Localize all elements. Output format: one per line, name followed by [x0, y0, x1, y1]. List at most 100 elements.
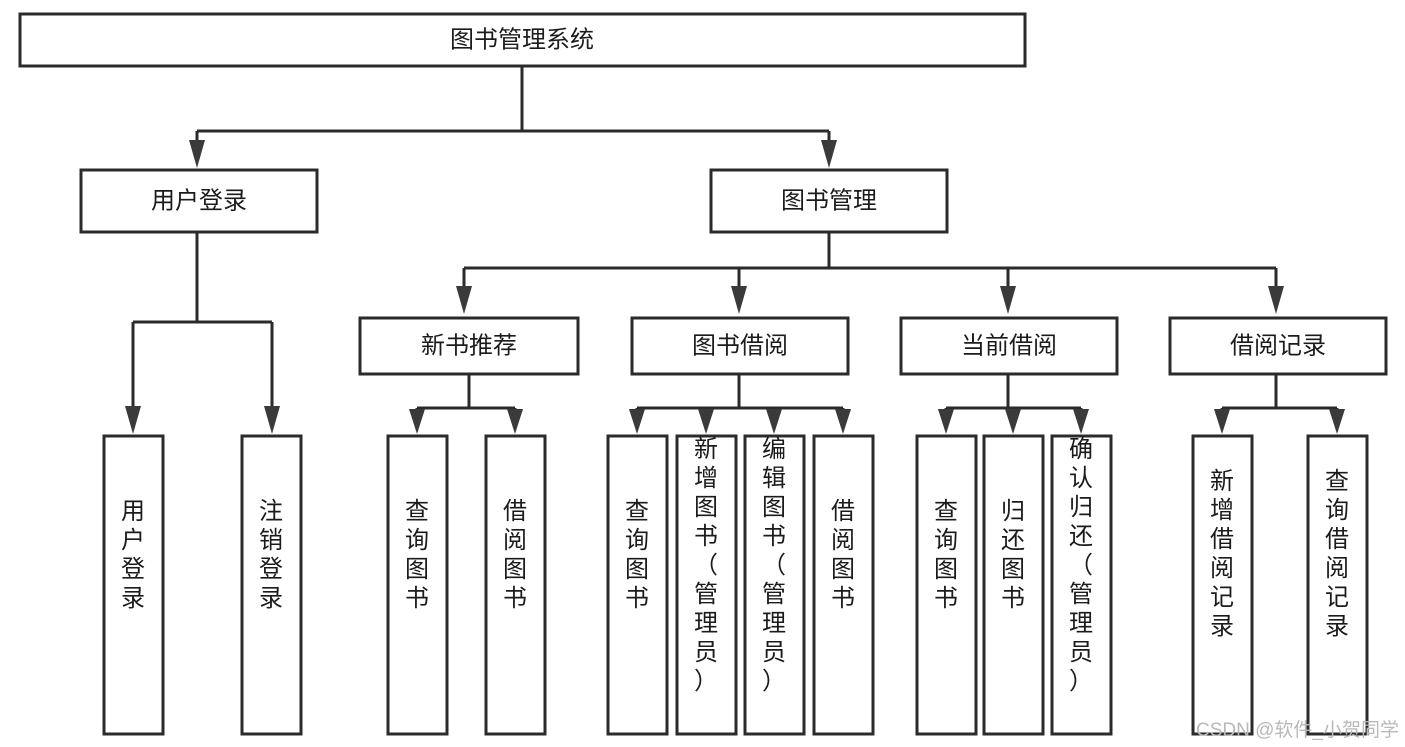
node-leaf-edit-book[interactable]: 编辑图书（管理员） — [743, 434, 806, 736]
vertical-glyph: 用 — [121, 498, 145, 525]
vertical-glyph: 销 — [259, 527, 283, 554]
node-leaf-add-book[interactable]: 新增图书（管理员） — [675, 434, 738, 736]
node-leaf-query-book-2[interactable]: 查询图书 — [606, 434, 669, 736]
vertical-glyph: ） — [1069, 668, 1093, 695]
vertical-glyph: 图 — [503, 556, 527, 583]
vertical-glyph: 管 — [694, 581, 718, 608]
node-leaf-query-record[interactable]: 查询借阅记录 — [1306, 434, 1369, 736]
vertical-glyph: 增 — [694, 465, 718, 492]
vertical-glyph: 借 — [831, 498, 855, 525]
vertical-glyph: 书 — [625, 585, 649, 612]
node-borrow-record-box[interactable] — [1168, 316, 1388, 376]
connector-layer — [131, 66, 1339, 410]
node-leaf-confirm-return-label: 确认归还（管理员） — [1069, 436, 1093, 695]
vertical-glyph: 编 — [762, 436, 786, 463]
node-leaf-query-book-1-box[interactable] — [386, 434, 449, 736]
node-leaf-query-book-1[interactable]: 查询图书 — [386, 434, 449, 736]
arrowhead-layer — [125, 140, 1345, 434]
vertical-glyph: 理 — [1069, 610, 1093, 637]
node-leaf-add-record[interactable]: 新增借阅记录 — [1191, 434, 1254, 736]
arrow-icon-to-leaf-query-book-1 — [409, 409, 425, 434]
vertical-glyph: 记 — [1325, 584, 1349, 611]
vertical-glyph: 注 — [259, 498, 283, 525]
node-leaf-borrow-book-2-box[interactable] — [812, 434, 875, 736]
node-borrow-record[interactable]: 借阅记录 — [1168, 316, 1388, 376]
node-leaf-add-book-label: 新增图书（管理员） — [694, 436, 718, 695]
node-leaf-add-record-label: 新增借阅记录 — [1210, 468, 1234, 640]
node-leaf-user-login-box[interactable] — [102, 434, 165, 736]
node-user-login-box[interactable] — [79, 168, 319, 234]
node-leaf-user-logout-box[interactable] — [240, 434, 303, 736]
node-leaf-user-logout[interactable]: 注销登录 — [240, 434, 303, 736]
arrow-icon-to-leaf-query-record — [1329, 409, 1345, 434]
vertical-glyph: 书 — [694, 523, 718, 550]
vertical-glyph: 登 — [121, 556, 145, 583]
vertical-glyph: 询 — [625, 527, 649, 554]
node-current-borrow-box[interactable] — [899, 316, 1119, 376]
vertical-glyph: 查 — [934, 498, 958, 525]
arrow-icon-to-book-borrow — [731, 286, 747, 314]
arrow-icon-to-leaf-query-book-3 — [938, 409, 954, 434]
node-leaf-query-record-box[interactable] — [1306, 434, 1369, 736]
vertical-glyph: 认 — [1069, 465, 1093, 492]
vertical-glyph: 新 — [694, 436, 718, 463]
vertical-glyph: 归 — [1001, 498, 1025, 525]
node-leaf-confirm-return[interactable]: 确认归还（管理员） — [1050, 434, 1113, 736]
node-root-box[interactable] — [18, 12, 1027, 68]
node-leaf-return-book-box[interactable] — [982, 434, 1045, 736]
node-root[interactable]: 图书管理系统 — [18, 12, 1027, 68]
node-leaf-add-book-box[interactable] — [675, 434, 738, 736]
vertical-glyph: 阅 — [1325, 555, 1349, 582]
vertical-glyph: 户 — [121, 527, 145, 554]
node-book-borrow[interactable]: 图书借阅 — [630, 316, 850, 376]
node-current-borrow[interactable]: 当前借阅 — [899, 316, 1119, 376]
vertical-glyph: 书 — [1001, 585, 1025, 612]
vertical-glyph: 员 — [1069, 639, 1093, 666]
node-new-book-recommend[interactable]: 新书推荐 — [358, 316, 580, 376]
node-leaf-borrow-book-1-label: 借阅图书 — [503, 498, 527, 612]
node-book-manage[interactable]: 图书管理 — [709, 168, 949, 234]
vertical-glyph: 员 — [762, 639, 786, 666]
node-leaf-query-book-2-box[interactable] — [606, 434, 669, 736]
node-leaf-user-login-label: 用户登录 — [121, 498, 145, 612]
node-leaf-return-book-label: 归还图书 — [1001, 498, 1025, 612]
node-leaf-query-book-1-label: 查询图书 — [405, 498, 429, 612]
vertical-glyph: ） — [762, 668, 786, 695]
node-leaf-query-book-3-box[interactable] — [915, 434, 978, 736]
vertical-glyph: 阅 — [1210, 555, 1234, 582]
node-user-login-label: 用户登录 — [151, 187, 247, 214]
arrow-icon-to-leaf-user-logout — [264, 406, 280, 434]
vertical-glyph: 新 — [1210, 468, 1234, 495]
vertical-glyph: 录 — [1210, 613, 1234, 640]
arrow-icon-to-leaf-add-record — [1214, 409, 1230, 434]
arrow-icon-to-new-book-recommend — [456, 286, 472, 314]
node-book-borrow-box[interactable] — [630, 316, 850, 376]
vertical-glyph: 询 — [1325, 497, 1349, 524]
vertical-glyph: 员 — [694, 639, 718, 666]
vertical-glyph: 询 — [934, 527, 958, 554]
node-new-book-recommend-label: 新书推荐 — [421, 332, 517, 359]
node-leaf-borrow-book-2[interactable]: 借阅图书 — [812, 434, 875, 736]
node-leaf-add-record-box[interactable] — [1191, 434, 1254, 736]
node-leaf-confirm-return-box[interactable] — [1050, 434, 1113, 736]
node-leaf-query-book-3[interactable]: 查询图书 — [915, 434, 978, 736]
node-leaf-return-book[interactable]: 归还图书 — [982, 434, 1045, 736]
vertical-glyph: 图 — [405, 556, 429, 583]
node-leaf-borrow-book-1[interactable]: 借阅图书 — [484, 434, 547, 736]
arrow-icon-to-leaf-edit-book — [766, 409, 782, 434]
vertical-glyph: 借 — [1325, 526, 1349, 553]
node-leaf-borrow-book-1-box[interactable] — [484, 434, 547, 736]
node-user-login[interactable]: 用户登录 — [79, 168, 319, 234]
node-book-manage-box[interactable] — [709, 168, 949, 234]
vertical-glyph: 查 — [1325, 468, 1349, 495]
node-book-borrow-label: 图书借阅 — [692, 332, 788, 359]
node-leaf-user-login[interactable]: 用户登录 — [102, 434, 165, 736]
arrow-icon-to-borrow-record — [1268, 286, 1284, 314]
vertical-glyph: （ — [762, 552, 786, 579]
vertical-glyph: 书 — [503, 585, 527, 612]
vertical-glyph: 查 — [405, 498, 429, 525]
node-new-book-recommend-box[interactable] — [358, 316, 580, 376]
node-leaf-edit-book-box[interactable] — [743, 434, 806, 736]
vertical-glyph: 图 — [1001, 556, 1025, 583]
node-leaf-query-record-label: 查询借阅记录 — [1325, 468, 1349, 640]
